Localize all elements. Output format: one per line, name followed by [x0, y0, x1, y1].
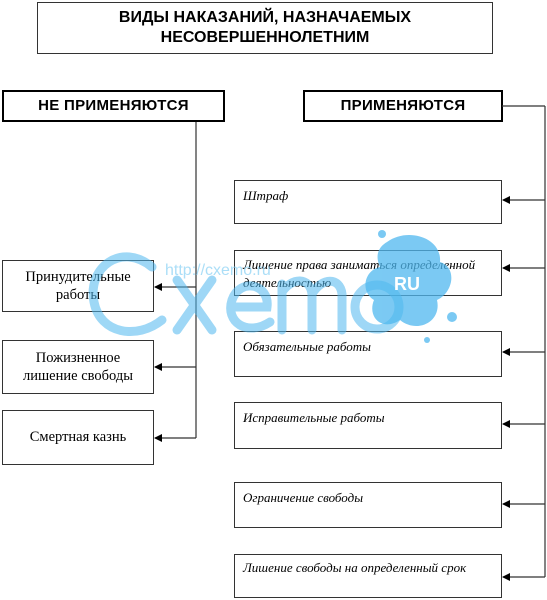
applied-item: Исправительные работы — [234, 402, 502, 449]
not-applied-item-text: Пожизненное лишение свободы — [23, 349, 133, 384]
not-applied-header: НЕ ПРИМЕНЯЮТСЯ — [2, 90, 225, 122]
applied-item-text: Обязательные работы — [243, 339, 371, 354]
applied-header: ПРИМЕНЯЮТСЯ — [303, 90, 503, 122]
applied-item-text: Штраф — [243, 188, 289, 203]
not-applied-item: Смертная казнь — [2, 410, 154, 465]
not-applied-item: Пожизненное лишение свободы — [2, 340, 154, 394]
diagram-title-text: ВИДЫ НАКАЗАНИЙ, НАЗНАЧАЕМЫХ НЕСОВЕРШЕННО… — [118, 9, 412, 46]
applied-item: Лишение свободы на определенный срок — [234, 554, 502, 598]
not-applied-item-text: Смертная казнь — [29, 429, 127, 446]
diagram-title: ВИДЫ НАКАЗАНИЙ, НАЗНАЧАЕМЫХ НЕСОВЕРШЕННО… — [37, 2, 493, 54]
applied-item: Ограничение свободы — [234, 482, 502, 528]
applied-header-text: ПРИМЕНЯЮТСЯ — [340, 96, 466, 114]
applied-item: Штраф — [234, 180, 502, 224]
applied-item-text: Исправительные работы — [243, 410, 385, 425]
not-applied-header-text: НЕ ПРИМЕНЯЮТСЯ — [38, 96, 189, 114]
applied-item-text: Лишение свободы на определенный срок — [243, 560, 467, 575]
applied-item-text: Ограничение свободы — [243, 490, 363, 505]
watermark-url: http://cxemo.ru — [165, 262, 271, 279]
